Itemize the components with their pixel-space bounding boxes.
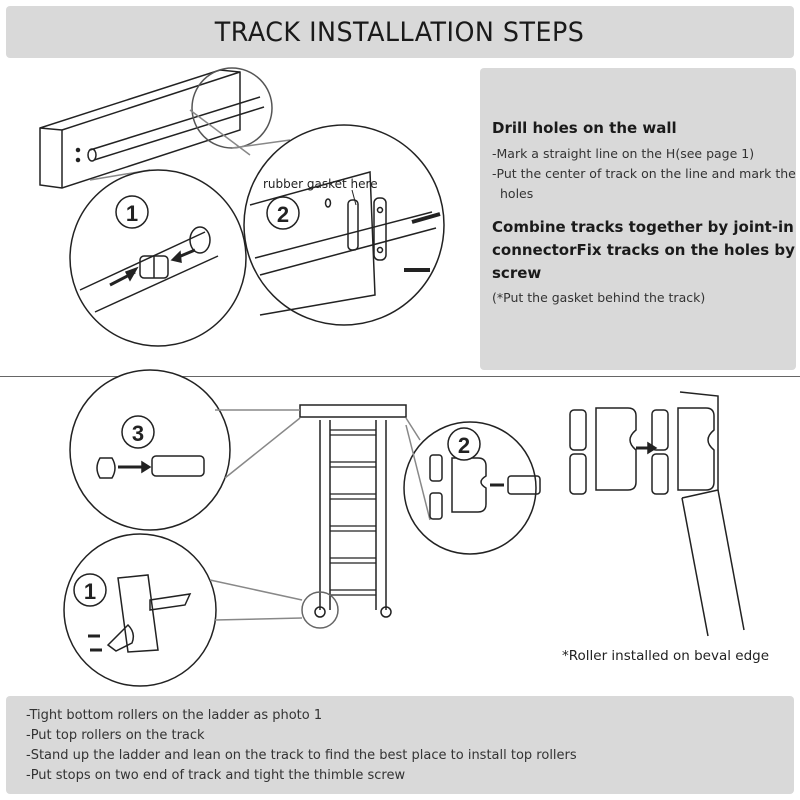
- info-note: (*Put the gasket behind the track): [492, 290, 706, 305]
- info-box: Drill holes on the wall -Mark a straight…: [480, 68, 796, 370]
- info-line-2: -Put the center of track on the line and…: [492, 166, 796, 181]
- roller-caption: *Roller installed on beval edge: [562, 648, 770, 664]
- title-bar: TRACK INSTALLATION STEPS: [6, 6, 794, 58]
- info-heading-drill: Drill holes on the wall: [492, 119, 677, 137]
- section-divider: [0, 376, 800, 377]
- step-line-4: -Put stops on two end of track and tight…: [26, 768, 406, 783]
- info-heading-combine-2: connectorFix tracks on the holes by: [492, 241, 795, 259]
- gasket-label: rubber gasket here: [263, 177, 378, 191]
- step-line-1: -Tight bottom rollers on the ladder as p…: [26, 708, 323, 723]
- step-2-badge: 2: [277, 202, 289, 227]
- info-line-1: -Mark a straight line on the H(see page …: [492, 146, 755, 161]
- step-3-badge: 3: [132, 421, 144, 446]
- steps-box: -Tight bottom rollers on the ladder as p…: [6, 696, 794, 794]
- step-1-badge: 1: [126, 201, 138, 226]
- step-2-bottom-badge: 2: [458, 433, 470, 458]
- page-title: TRACK INSTALLATION STEPS: [215, 16, 585, 48]
- info-heading-combine-1: Combine tracks together by joint-in: [492, 218, 794, 236]
- info-heading-combine-3: screw: [492, 264, 542, 282]
- info-line-2b: holes: [500, 186, 534, 201]
- step-line-2: -Put top rollers on the track: [26, 728, 205, 743]
- step-1-bottom-badge: 1: [84, 579, 96, 604]
- step-line-3: -Stand up the ladder and lean on the tra…: [26, 748, 577, 763]
